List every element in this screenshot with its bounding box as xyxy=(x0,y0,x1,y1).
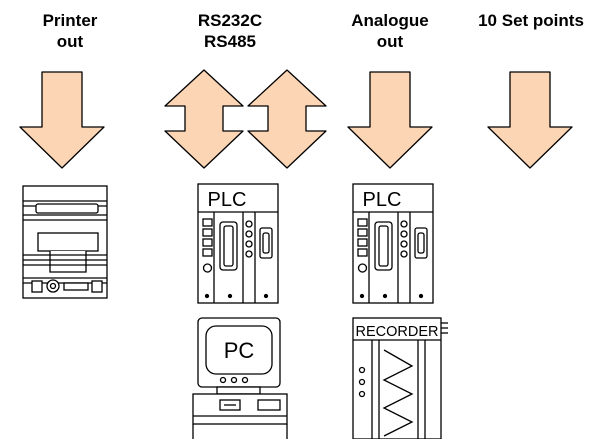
plc-analogue-icon xyxy=(352,183,434,304)
analogue-down-arrow xyxy=(347,71,433,169)
serial-label-line2: RS485 xyxy=(204,32,256,51)
plc-serial-label: PLC xyxy=(208,189,247,211)
analogue-label-line2: out xyxy=(376,32,404,51)
printer-label-line2: out xyxy=(56,32,84,51)
setpoints-down-arrow xyxy=(487,71,573,169)
serial-bidirectional-arrow-2 xyxy=(247,69,327,169)
recorder-icon xyxy=(352,317,448,439)
plc-analogue-label: PLC xyxy=(363,189,402,211)
rs232c-rs485-label: RS232C RS485 xyxy=(170,10,290,52)
setpoints-label-line1: 10 Set points xyxy=(478,11,584,30)
printer-down-arrow xyxy=(19,71,105,169)
printer-icon xyxy=(22,185,108,299)
analogue-label-line1: Analogue xyxy=(351,11,429,30)
serial-bidirectional-arrow-1 xyxy=(164,69,244,169)
analogue-out-label: Analogue out xyxy=(330,10,450,52)
pc-label: PC xyxy=(224,338,255,363)
recorder-label: RECORDER xyxy=(356,324,439,340)
serial-label-line1: RS232C xyxy=(197,11,263,30)
set-points-label: 10 Set points xyxy=(458,10,604,31)
pc-icon xyxy=(192,317,288,439)
printer-out-label: Printer out xyxy=(10,10,130,52)
plc-serial-icon xyxy=(197,183,279,304)
printer-label-line1: Printer xyxy=(42,11,98,30)
